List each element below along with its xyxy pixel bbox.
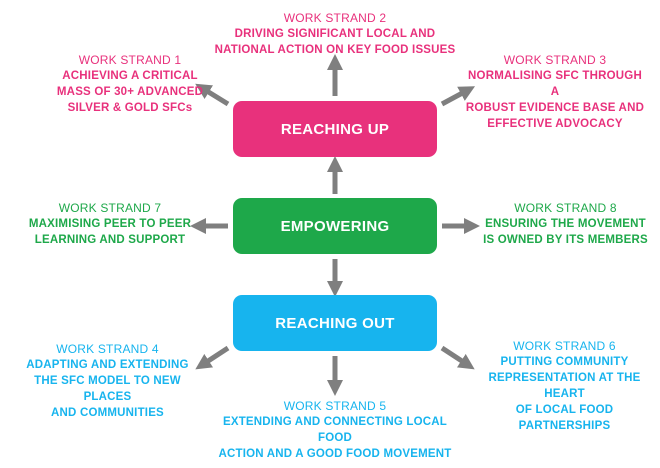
- work-strand-8-text: ENSURING THE MOVEMENT IS OWNED BY ITS ME…: [483, 218, 648, 246]
- work-strand-2: WORK STRAND 2 DRIVING SIGNIFICANT LOCAL …: [210, 10, 460, 58]
- work-strand-1: WORK STRAND 1 ACHIEVING A CRITICAL MASS …: [45, 52, 215, 116]
- work-strand-4-text: ADAPTING AND EXTENDING THE SFC MODEL TO …: [26, 359, 189, 419]
- reaching-out-label: REACHING OUT: [275, 314, 395, 332]
- work-strand-1-number: WORK STRAND 1: [78, 53, 182, 67]
- work-strand-7-number: WORK STRAND 7: [58, 201, 162, 215]
- work-strand-3-number: WORK STRAND 3: [503, 53, 607, 67]
- arrow-to-strand-4: [195, 345, 230, 370]
- work-strand-1-text: ACHIEVING A CRITICAL MASS OF 30+ ADVANCE…: [56, 70, 204, 114]
- work-strand-7-text: MAXIMISING PEER TO PEER LEARNING AND SUP…: [28, 218, 192, 246]
- reaching-up-label: REACHING UP: [280, 120, 390, 138]
- arrow-to-strand-6: [440, 345, 475, 370]
- work-strand-4-number: WORK STRAND 4: [56, 342, 159, 356]
- arrow-to-strand-3: [440, 86, 476, 107]
- work-strand-8-number: WORK STRAND 8: [514, 201, 617, 215]
- work-strand-2-number: WORK STRAND 2: [283, 11, 387, 25]
- work-strand-6-text: PUTTING COMMUNITY REPRESENTATION AT THE …: [488, 356, 641, 432]
- reaching-up-box: REACHING UP: [233, 101, 437, 157]
- work-strand-5-text: EXTENDING AND CONNECTING LOCAL FOOD ACTI…: [218, 416, 452, 460]
- reaching-out-box: REACHING OUT: [233, 295, 437, 351]
- work-strand-2-text: DRIVING SIGNIFICANT LOCAL AND NATIONAL A…: [214, 28, 456, 56]
- arrow-to-strand-1: [195, 83, 230, 107]
- work-strand-5: WORK STRAND 5 EXTENDING AND CONNECTING L…: [205, 398, 465, 462]
- work-strand-6-number: WORK STRAND 6: [513, 339, 616, 353]
- empowering-label: EMPOWERING: [280, 217, 390, 235]
- work-strand-7: WORK STRAND 7 MAXIMISING PEER TO PEER LE…: [25, 200, 195, 248]
- work-strand-5-number: WORK STRAND 5: [283, 399, 387, 413]
- work-strand-8: WORK STRAND 8 ENSURING THE MOVEMENT IS O…: [478, 200, 653, 248]
- work-strand-3: WORK STRAND 3 NORMALISING SFC THROUGH A …: [465, 52, 645, 132]
- work-strand-4: WORK STRAND 4 ADAPTING AND EXTENDING THE…: [15, 341, 200, 421]
- empowering-box: EMPOWERING: [233, 198, 437, 254]
- work-strand-3-text: NORMALISING SFC THROUGH A ROBUST EVIDENC…: [465, 70, 645, 130]
- work-strand-6: WORK STRAND 6 PUTTING COMMUNITY REPRESEN…: [472, 338, 657, 434]
